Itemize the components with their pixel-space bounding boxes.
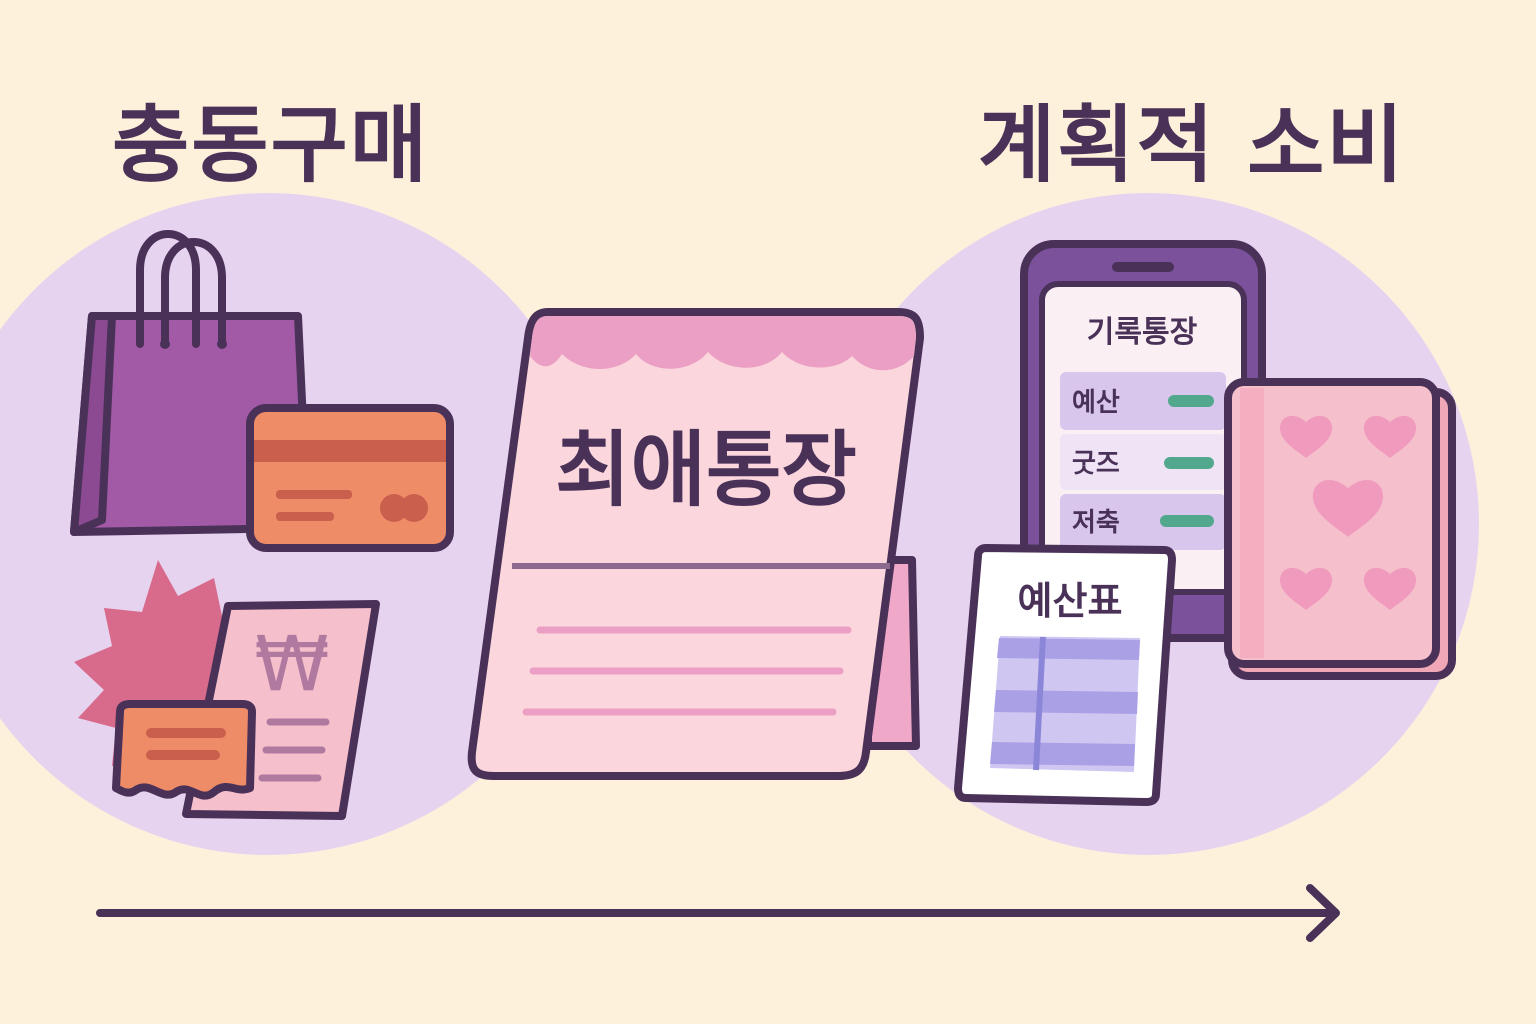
budget-sheet-title: 예산표 bbox=[1018, 579, 1123, 623]
planned-spending-title: 계획적 소비 bbox=[978, 96, 1406, 194]
phone-row-label-savings: 저축 bbox=[1072, 508, 1120, 538]
phone-row-goods: 굿즈 bbox=[1060, 434, 1226, 490]
credit-card-icon bbox=[246, 404, 454, 552]
fan-account-board-title: 최애통장 bbox=[555, 423, 857, 518]
phone-row-label-budget: 예산 bbox=[1072, 388, 1120, 418]
phone-row-label-goods: 굿즈 bbox=[1072, 449, 1120, 479]
receipt-currency-symbol: ₩ bbox=[254, 619, 329, 708]
fan-account-board bbox=[467, 308, 924, 780]
phone-app-title: 기록통장 bbox=[1087, 315, 1198, 350]
budget-sheet-icon bbox=[954, 544, 1176, 806]
coupon-ticket-icon bbox=[112, 700, 256, 800]
phone-row-budget: 예산 bbox=[1060, 372, 1226, 430]
impulse-buying-title: 충동구매 bbox=[112, 96, 430, 194]
progress-arrow-icon bbox=[96, 884, 1340, 942]
phone-row-savings: 저축 bbox=[1060, 494, 1226, 550]
heart-notebook-icon bbox=[1224, 378, 1456, 680]
